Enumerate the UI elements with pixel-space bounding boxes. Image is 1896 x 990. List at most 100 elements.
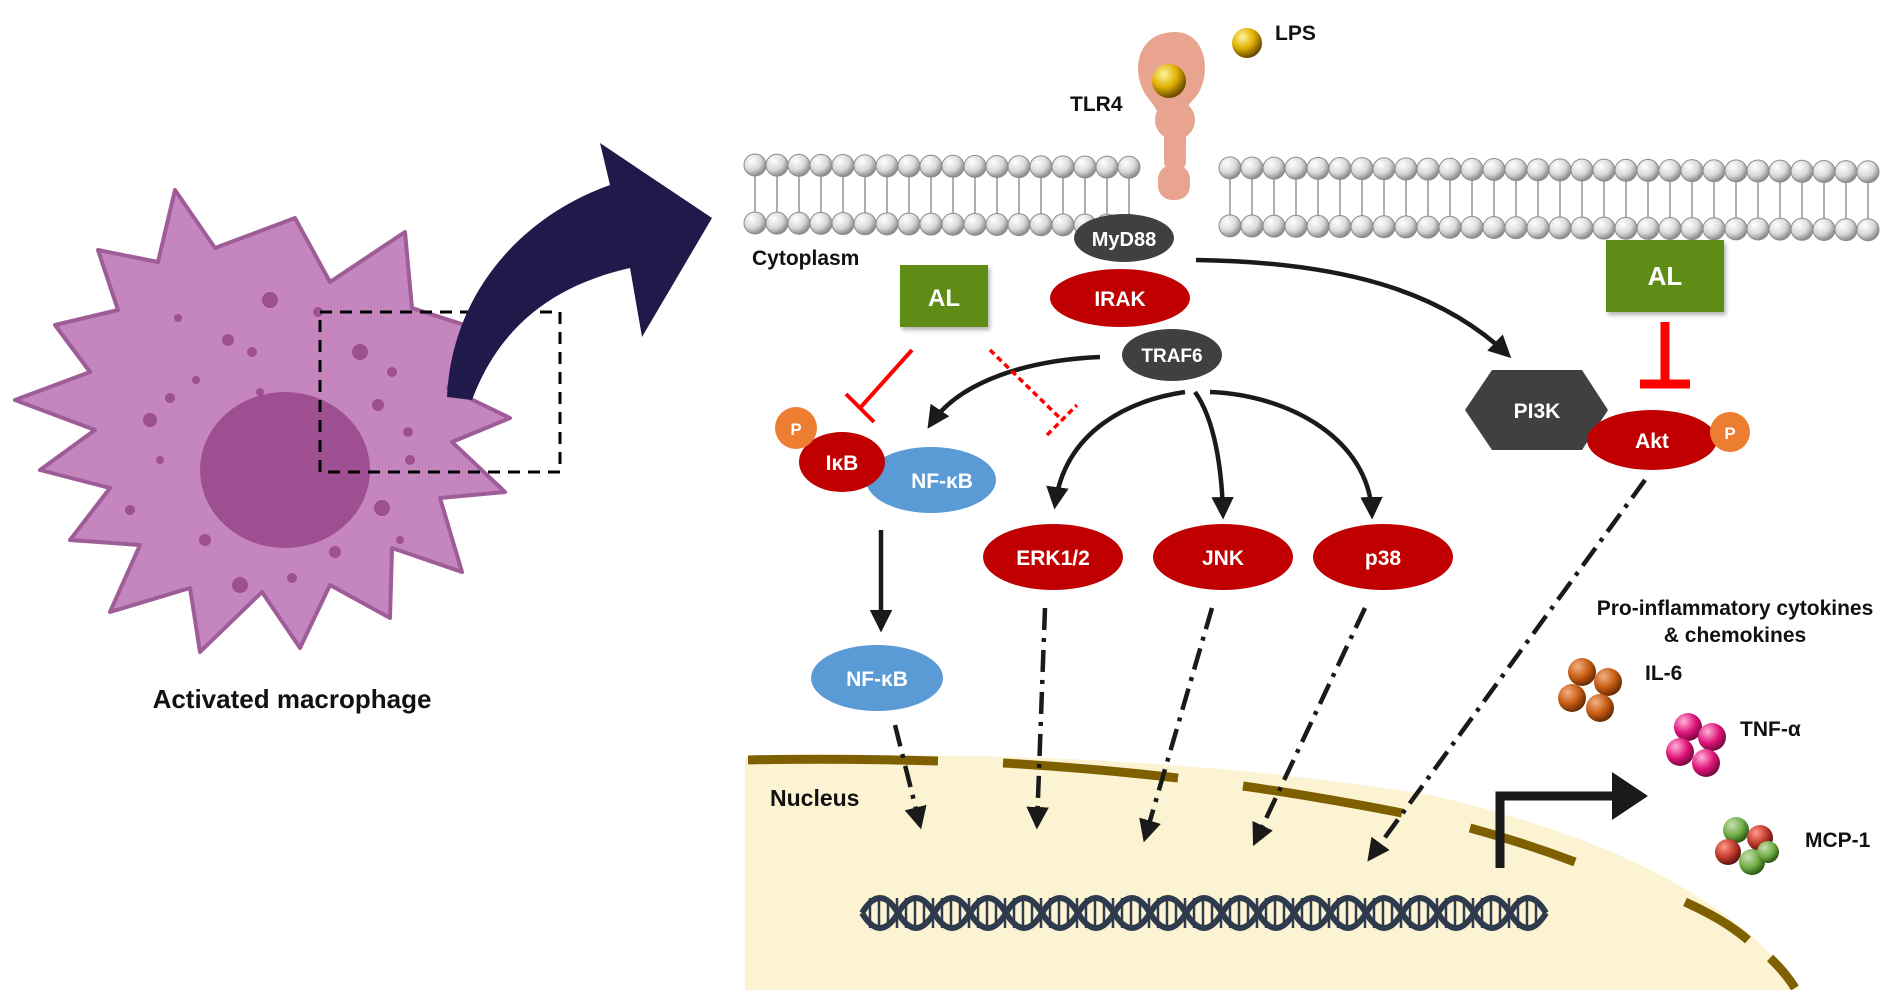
lipid-head: [1051, 213, 1075, 237]
lipid-head: [765, 153, 789, 177]
node-myd88: MyD88: [1074, 214, 1174, 262]
lipid-head: [1790, 217, 1814, 241]
lipid-head: [1029, 155, 1053, 179]
svg-text:NF-κB: NF-κB: [846, 668, 908, 691]
lipid-head: [1306, 214, 1330, 238]
lipid-head: [1218, 156, 1242, 180]
node-ikb: [799, 432, 885, 492]
lipid-head: [787, 211, 811, 235]
lipid-head: [1746, 159, 1770, 183]
lipid-head: [1284, 214, 1308, 238]
node-traf6: TRAF6: [1122, 329, 1222, 381]
tnf-label: TNF-α: [1740, 718, 1801, 741]
lipid-head: [853, 154, 877, 178]
macrophage-label: Activated macrophage: [153, 684, 432, 714]
lipid-head: [809, 153, 833, 177]
lipid-head: [743, 153, 767, 177]
lipid-head: [831, 154, 855, 178]
lipid-head: [1614, 216, 1638, 240]
lipid-head: [1306, 156, 1330, 180]
lipid-head: [1007, 213, 1031, 237]
lipid-head: [1073, 155, 1097, 179]
node-ikb-nfkb-complex: IκB NF-κB P: [775, 407, 996, 513]
lipid-head: [941, 154, 965, 178]
lipid-head: [1504, 158, 1528, 182]
lipid-head: [1548, 158, 1572, 182]
lipid-head: [1526, 216, 1550, 240]
lipid-head: [1372, 215, 1396, 239]
lipid-head: [1240, 156, 1264, 180]
svg-text:P: P: [1724, 424, 1735, 443]
activation-arrows: [869, 257, 1512, 633]
lipid-head: [1724, 159, 1748, 183]
lipid-head: [1350, 157, 1374, 181]
arrow-traf6-p38: [1209, 389, 1383, 520]
node-akt: Akt P: [1587, 410, 1750, 470]
lipid-head: [1680, 159, 1704, 183]
arrow-akt-nucleus: [1367, 478, 1647, 862]
svg-text:P: P: [790, 420, 801, 439]
lipid-head: [1768, 217, 1792, 241]
lipid-head: [1372, 157, 1396, 181]
lipid-head: [1614, 158, 1638, 182]
lipid-head: [1790, 159, 1814, 183]
lps-molecule: [1232, 28, 1262, 58]
lipid-head: [919, 154, 943, 178]
lipid-head: [1438, 157, 1462, 181]
lipid-head: [985, 154, 1009, 178]
lipid-head: [1218, 214, 1242, 238]
mcp1-label: MCP-1: [1805, 829, 1871, 852]
lipid-head: [1856, 218, 1880, 242]
tnf-molecule: [1666, 713, 1726, 777]
lipid-head: [1834, 160, 1858, 184]
inhibition-markers: [844, 322, 1690, 437]
tlr4-label: TLR4: [1070, 93, 1123, 116]
lipid-head: [1262, 214, 1286, 238]
inhibit-al-ikb: [858, 348, 914, 410]
nuclear-entry-arrows: [892, 478, 1647, 862]
svg-text:ERK1/2: ERK1/2: [1016, 547, 1090, 570]
node-nfkb-complex: [866, 447, 996, 513]
lipid-head: [1570, 216, 1594, 240]
lipid-head: [1592, 216, 1616, 240]
lipid-head: [1262, 156, 1286, 180]
lipid-head: [1095, 155, 1119, 179]
phospho-akt: [1710, 412, 1750, 452]
lipid-head: [1328, 157, 1352, 181]
lipid-head: [1416, 157, 1440, 181]
il6-label: IL-6: [1645, 662, 1682, 685]
lipid-head: [1438, 215, 1462, 239]
arrow-myd88-pi3k: [1195, 257, 1512, 359]
nucleus-label: Nucleus: [770, 785, 859, 811]
arrow-traf6-nfkb: [927, 354, 1101, 429]
lipid-head: [1636, 216, 1660, 240]
lipid-head: [1812, 217, 1836, 241]
lipid-head: [1007, 155, 1031, 179]
lipid-head: [875, 212, 899, 236]
lipid-head: [1350, 215, 1374, 239]
lipid-head: [1526, 158, 1550, 182]
lipid-head: [941, 212, 965, 236]
lipid-head: [765, 211, 789, 235]
lipid-head: [1482, 157, 1506, 181]
lipid-head: [831, 212, 855, 236]
lipid-head: [1834, 218, 1858, 242]
lipid-head: [1548, 216, 1572, 240]
lipid-head: [1592, 158, 1616, 182]
lipid-head: [1746, 217, 1770, 241]
svg-text:AL: AL: [1648, 261, 1683, 291]
lipid-head: [963, 154, 987, 178]
lps-label: LPS: [1275, 22, 1316, 45]
node-jnk: JNK: [1153, 524, 1293, 590]
svg-text:MyD88: MyD88: [1092, 229, 1156, 251]
lipid-head: [897, 154, 921, 178]
nuclear-envelope: [747, 754, 1799, 990]
node-erk: ERK1/2: [983, 524, 1123, 590]
lipid-head: [919, 212, 943, 236]
lipid-head: [1768, 159, 1792, 183]
cytokines-heading-line1: Pro-inflammatory cytokines: [1597, 597, 1874, 620]
svg-text:AL: AL: [928, 285, 960, 312]
lipid-head: [985, 212, 1009, 236]
lipid-head: [1460, 215, 1484, 239]
